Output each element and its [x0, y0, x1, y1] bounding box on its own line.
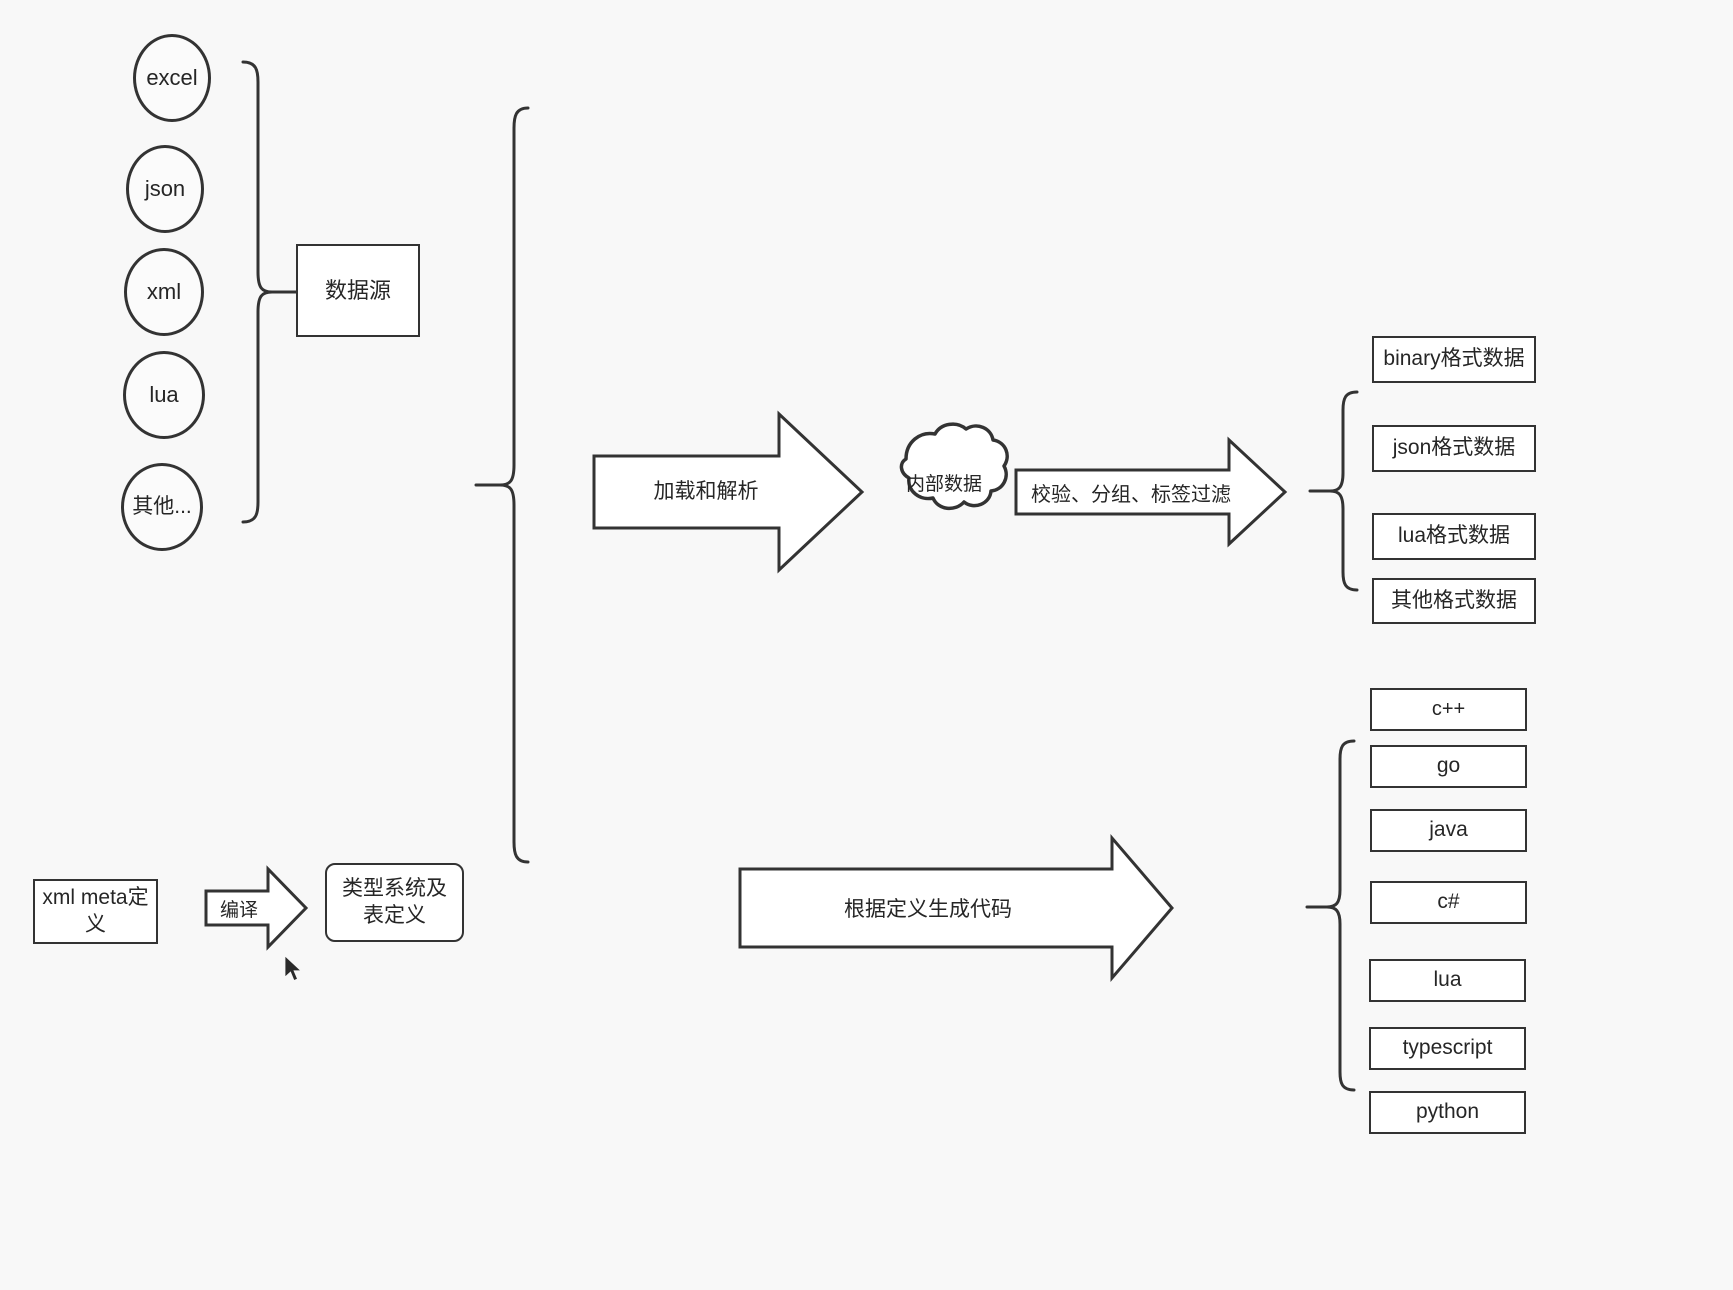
xml-meta-definition-box[interactable]: xml meta定义 — [33, 879, 158, 944]
languages-brace — [1305, 739, 1356, 1092]
sources-brace — [241, 60, 298, 524]
compile-arrow — [204, 865, 309, 951]
codegen-arrow — [738, 833, 1174, 983]
format-box-binary[interactable]: binary格式数据 — [1372, 336, 1536, 383]
pipeline-input-brace — [474, 106, 530, 864]
source-node-json[interactable]: json — [126, 145, 204, 233]
source-label-other: 其他... — [132, 494, 192, 518]
data-source-box[interactable]: 数据源 — [296, 244, 420, 337]
source-node-other[interactable]: 其他... — [121, 463, 203, 551]
language-box-python[interactable]: python — [1369, 1091, 1526, 1134]
source-label-xml: xml — [146, 279, 182, 305]
source-node-xml[interactable]: xml — [124, 248, 204, 336]
formats-brace — [1308, 390, 1359, 592]
source-node-excel[interactable]: excel — [133, 34, 211, 122]
source-label-excel: excel — [146, 65, 198, 91]
data-source-label: 数据源 — [324, 277, 391, 303]
language-box-lua[interactable]: lua — [1369, 959, 1526, 1002]
load-parse-arrow — [592, 410, 865, 574]
language-box-go[interactable]: go — [1370, 745, 1527, 788]
format-box-json[interactable]: json格式数据 — [1372, 425, 1536, 472]
language-box-typescript[interactable]: typescript — [1369, 1027, 1526, 1070]
language-box-csharp[interactable]: c# — [1370, 881, 1527, 924]
type-system-box[interactable]: 类型系统及表定义 — [325, 863, 464, 942]
source-label-json: json — [144, 176, 186, 202]
filter-arrow — [1014, 436, 1288, 548]
source-label-lua: lua — [149, 382, 179, 408]
language-box-cpp[interactable]: c++ — [1370, 688, 1527, 731]
language-box-java[interactable]: java — [1370, 809, 1527, 852]
format-box-lua[interactable]: lua格式数据 — [1372, 513, 1536, 560]
internal-data-cloud — [899, 422, 1009, 511]
format-box-other[interactable]: 其他格式数据 — [1372, 578, 1536, 624]
source-node-lua[interactable]: lua — [123, 351, 205, 439]
